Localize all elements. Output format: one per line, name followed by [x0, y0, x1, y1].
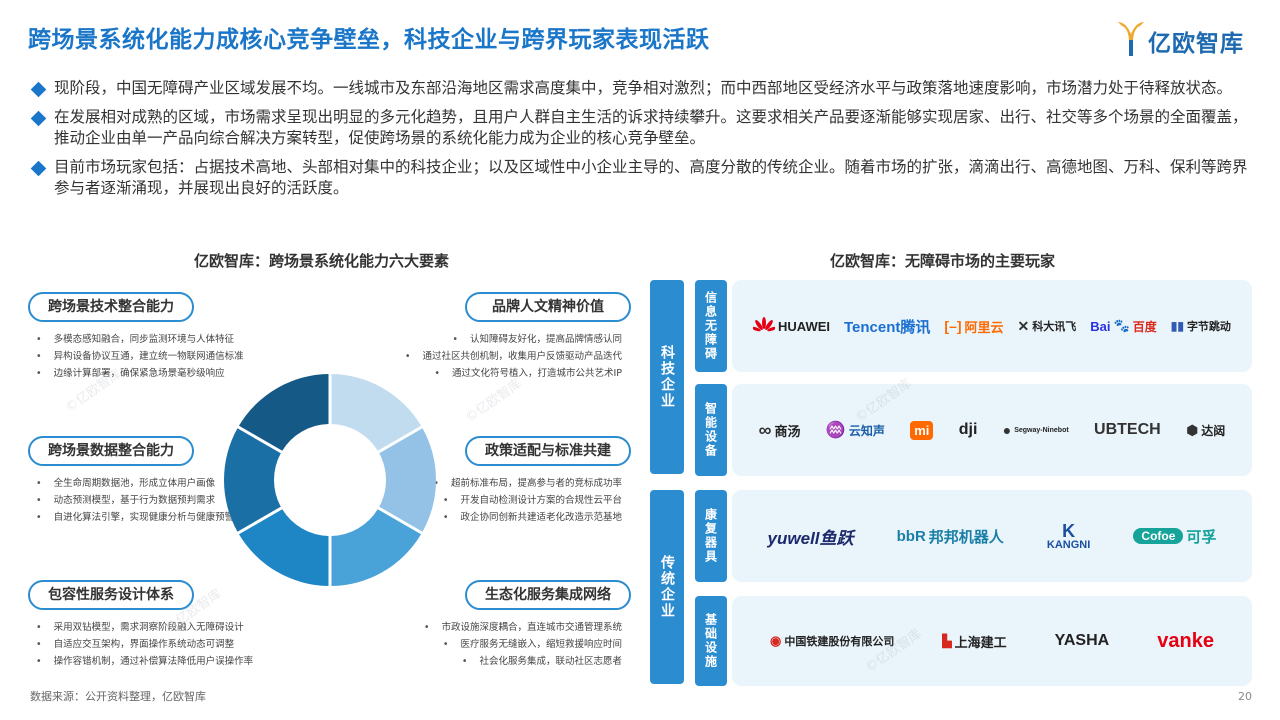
category-tech-enterprises: 科技企业 [650, 280, 684, 474]
sceg-logo-icon: ▙上海建工 [942, 634, 1007, 650]
element-item: 自进化算法引擎，实现健康分析与健康预警 [36, 509, 235, 526]
element-item: 政企协同创新共建适老化改造示范基地 [433, 509, 622, 526]
element-item: 全生命周期数据池，形成立体用户画像 [36, 475, 234, 492]
element-item: 自适应交互架构，界面操作系统动态可调整 [36, 636, 253, 653]
element-pill: 跨场景数据整合能力 [28, 436, 194, 466]
subcategory-box: 康复器具 [695, 490, 727, 582]
sensetime-logo-icon: ∞商汤 [758, 419, 801, 440]
vanke-logo-icon: vanke [1157, 629, 1214, 652]
brand-row: ∞商汤 ♒云知声 mi dji ●Segway-Ninebot UBTECH ⬢达闼 [732, 384, 1252, 476]
brand-row: ◉中国铁建股份有限公司 ▙上海建工 YASHA vanke [732, 596, 1252, 686]
donut-segment [331, 509, 422, 586]
alibaba-cloud-logo-icon: [–]阿里云 [944, 318, 1004, 335]
element-pill: 政策适配与标准共建 [465, 436, 631, 466]
diamond-icon [30, 81, 47, 98]
ubtech-logo-icon: UBTECH [1094, 421, 1161, 438]
bullet-item: 在发展相对成熟的区域，市场需求呈现出明显的多元化趋势，且用户人群自主生活的诉求持… [30, 107, 1260, 149]
unisound-logo-icon: ♒云知声 [825, 422, 885, 439]
page-title: 跨场景系统化能力成核心竞争壁垒，科技企业与跨界玩家表现活跃 [28, 27, 710, 53]
element-item: 异构设备协议互通，建立统一物联网通信标准 [36, 348, 244, 365]
element-item: 开发自动检测设计方案的合规性云平台 [433, 492, 622, 509]
subcategory-box: 信息无障碍 [695, 280, 727, 372]
crcc-logo-icon: ◉中国铁建股份有限公司 [770, 633, 895, 648]
element-items: 采用双钻模型，需求洞察阶段融入无障碍设计 自适应交互架构，界面操作系统动态可调整… [36, 619, 254, 670]
element-item: 通过文化符号植入，打造城市公共艺术IP [405, 365, 622, 382]
element-item: 操作容错机制，通过补偿算法降低用户误操作率 [36, 653, 254, 670]
right-section-title: 亿欧智库：无障碍市场的主要玩家 [830, 252, 1056, 270]
baidu-logo-icon: Bai🐾百度 [1090, 318, 1157, 334]
dayue-logo-icon: ⬢达闼 [1186, 421, 1226, 438]
element-item: 市政设施深度耦合，直连城市交通管理系统 [424, 619, 622, 636]
element-item: 认知障碍友好化，提高品牌情感认同 [405, 331, 622, 348]
element-items: 超前标准布局，提高参与者的竞标成功率 开发自动检测设计方案的合规性云平台 政企协… [433, 475, 622, 526]
donut-segment [238, 374, 329, 451]
element-item: 医疗服务无缝嵌入，缩短救援响应时间 [424, 636, 622, 653]
segway-logo-icon: ●Segway-Ninebot [1002, 422, 1069, 438]
brand-row: HUAWEI Tencent腾讯 [–]阿里云 ✕科大讯飞 Bai🐾百度 ▮▮字节跳动 [732, 280, 1252, 372]
category-traditional-enterprises: 传统企业 [650, 490, 684, 684]
subcategory-box: 智能设备 [695, 384, 727, 476]
element-item: 社会化服务集成，联动社区志愿者 [424, 653, 622, 670]
yiou-logo-icon [1118, 22, 1144, 56]
subcategory-box: 基础设施 [695, 596, 727, 686]
donut-segment [331, 374, 422, 451]
element-item: 采用双钻模型，需求洞察阶段融入无障碍设计 [36, 619, 253, 636]
donut-segment [238, 509, 329, 586]
element-item: 通过社区共创机制，收集用户反馈驱动产品迭代 [405, 348, 622, 365]
element-pill: 生态化服务集成网络 [465, 580, 631, 610]
element-item: 多模态感知融合，同步监测环境与人体特征 [36, 331, 244, 348]
element-pill: 品牌人文精神价值 [465, 292, 631, 322]
iflytek-logo-icon: ✕科大讯飞 [1017, 317, 1077, 334]
left-section-title: 亿欧智库：跨场景系统化能力六大要素 [194, 252, 450, 270]
page-number: 20 [1238, 690, 1252, 703]
element-items: 多模态感知融合，同步监测环境与人体特征 异构设备协议互通，建立统一物联网通信标准… [36, 331, 244, 382]
diamond-icon [30, 110, 47, 127]
donut-segment [379, 428, 436, 532]
diamond-icon [30, 160, 47, 177]
element-pill: 跨场景技术整合能力 [28, 292, 194, 322]
data-source: 数据来源：公开资料整理，亿欧智库 [30, 690, 206, 703]
element-item: 超前标准布局，提高参与者的竞标成功率 [433, 475, 622, 492]
element-items: 全生命周期数据池，形成立体用户画像 动态预测模型，基于行为数据预判需求 自进化算… [36, 475, 235, 526]
bullet-item: 现阶段，中国无障碍产业区域发展不均。一线城市及东部沿海地区需求高度集中，竞争相对… [30, 78, 1260, 99]
huawei-logo-icon: HUAWEI [753, 317, 830, 335]
element-items: 认知障碍友好化，提高品牌情感认同 通过社区共创机制，收集用户反馈驱动产品迭代 通… [405, 331, 622, 382]
tencent-logo-icon: Tencent腾讯 [844, 318, 931, 336]
yasha-logo-icon: YASHA [1054, 632, 1110, 649]
dji-logo-icon: dji [958, 421, 978, 438]
xiaomi-logo-icon: mi [910, 420, 934, 440]
six-elements-donut [224, 374, 436, 586]
bullet-list: 现阶段，中国无障碍产业区域发展不均。一线城市及东部沿海地区需求高度集中，竞争相对… [30, 78, 1260, 207]
donut-segment [224, 428, 281, 532]
element-pill: 包容性服务设计体系 [28, 580, 194, 610]
yuwell-logo-icon: yuwell鱼跃 [767, 528, 854, 548]
bytedance-logo-icon: ▮▮字节跳动 [1170, 319, 1231, 333]
bullet-item: 目前市场玩家包括：占据技术高地、头部相对集中的科技企业；以及区域性中小企业主导的… [30, 157, 1260, 199]
yiou-logo: 亿欧智库 [1116, 18, 1260, 60]
element-item: 动态预测模型，基于行为数据预判需求 [36, 492, 234, 509]
element-items: 市政设施深度耦合，直连城市交通管理系统 医疗服务无缝嵌入，缩短救援响应时间 社会… [424, 619, 622, 670]
logo-text: 亿欧智库 [1148, 31, 1244, 57]
element-item: 边缘计算部署，确保紧急场景毫秒级响应 [36, 365, 244, 382]
